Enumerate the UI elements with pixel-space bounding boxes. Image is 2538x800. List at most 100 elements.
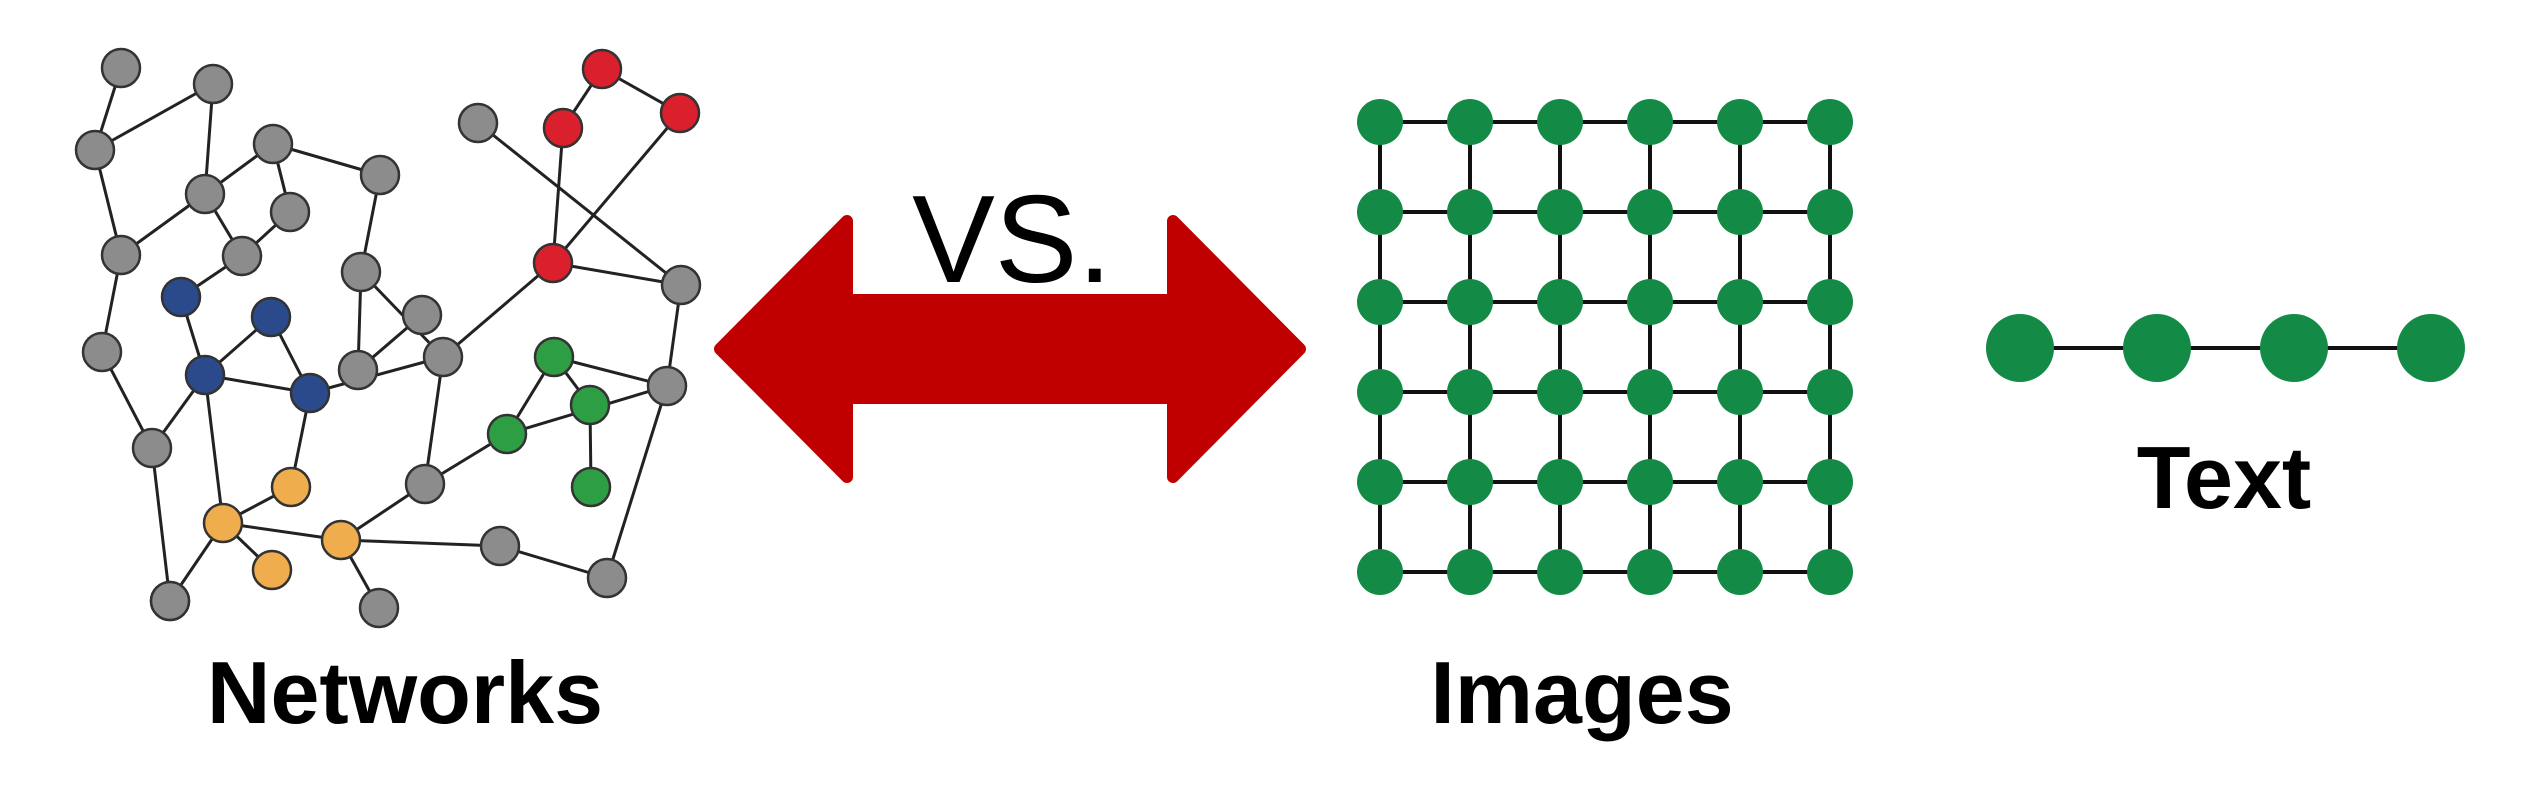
image-grid-lines [1378, 120, 1832, 574]
network-node-red [542, 107, 584, 149]
network-node-gray [359, 154, 401, 196]
grid-node [1717, 459, 1763, 505]
grid-node [1357, 99, 1403, 145]
grid-node [1807, 369, 1853, 415]
grid-node [1627, 369, 1673, 415]
network-node-blue [160, 276, 202, 318]
network-edge [551, 127, 565, 264]
grid-node [1357, 549, 1403, 595]
double-arrow [714, 215, 1306, 483]
network-node-gray [479, 525, 521, 567]
sequence-node [2123, 314, 2191, 382]
network-nodes [74, 47, 702, 629]
grid-node [1627, 549, 1673, 595]
network-edge [552, 261, 682, 287]
network-node-red [581, 48, 623, 90]
network-node-gray [586, 557, 628, 599]
grid-node [1537, 279, 1583, 325]
network-node-green [486, 413, 528, 455]
network-node-blue [184, 354, 226, 396]
grid-node [1357, 369, 1403, 415]
grid-node [1537, 99, 1583, 145]
grid-node [1447, 549, 1493, 595]
grid-node [1807, 549, 1853, 595]
network-node-gray [404, 463, 446, 505]
grid-node [1807, 189, 1853, 235]
network-edge [605, 385, 669, 579]
network-node-gray [422, 336, 464, 378]
network-node-gray [81, 331, 123, 373]
network-node-gray [401, 294, 443, 336]
network-edge [423, 356, 445, 485]
network-node-orange [202, 502, 244, 544]
image-grid-nodes [1357, 99, 1853, 595]
network-node-gray [100, 234, 142, 276]
network-node-green [569, 384, 611, 426]
network-edge [551, 112, 682, 264]
network-node-gray [660, 264, 702, 306]
network-node-gray [457, 102, 499, 144]
grid-node [1357, 279, 1403, 325]
network-node-gray [340, 251, 382, 293]
grid-node [1447, 459, 1493, 505]
grid-node [1447, 189, 1493, 235]
network-node-red [659, 92, 701, 134]
network-node-gray [269, 191, 311, 233]
grid-node [1717, 279, 1763, 325]
text-sequence-nodes [1986, 314, 2465, 382]
grid-node [1537, 549, 1583, 595]
grid-node [1717, 369, 1763, 415]
network-node-green [533, 336, 575, 378]
network-node-gray [646, 365, 688, 407]
network-edge [340, 538, 501, 548]
network-node-orange [251, 549, 293, 591]
network-edge [94, 82, 214, 152]
network-edge [442, 261, 554, 359]
grid-node [1447, 99, 1493, 145]
grid-node [1627, 99, 1673, 145]
grid-node [1807, 459, 1853, 505]
network-edge [203, 374, 225, 524]
network-node-blue [289, 372, 331, 414]
network-node-gray [358, 587, 400, 629]
images-label: Images [1430, 643, 1733, 742]
sequence-node [2260, 314, 2328, 382]
network-node-gray [221, 235, 263, 277]
network-edge [477, 121, 682, 287]
networks-label: Networks [207, 643, 603, 742]
network-node-orange [270, 466, 312, 508]
network-edge [150, 447, 172, 602]
network-node-gray [337, 349, 379, 391]
network-node-gray [100, 47, 142, 89]
network-node-gray [192, 63, 234, 105]
grid-node [1627, 189, 1673, 235]
network-node-blue [250, 296, 292, 338]
grid-node [1447, 369, 1493, 415]
double-arrow-shape [714, 215, 1306, 483]
grid-node [1717, 189, 1763, 235]
network-node-gray [74, 129, 116, 171]
network-node-red [532, 242, 574, 284]
network-node-green [570, 466, 612, 508]
network-edges [93, 67, 683, 609]
grid-node [1717, 549, 1763, 595]
grid-node [1627, 279, 1673, 325]
grid-node [1717, 99, 1763, 145]
grid-node [1537, 369, 1583, 415]
network-node-gray [184, 173, 226, 215]
grid-node [1357, 189, 1403, 235]
vs-label: VS. [912, 171, 1112, 309]
network-node-orange [320, 519, 362, 561]
grid-node [1807, 279, 1853, 325]
grid-node [1537, 189, 1583, 235]
grid-node [1807, 99, 1853, 145]
sequence-node [1986, 314, 2054, 382]
sequence-node [2397, 314, 2465, 382]
text-label: Text [2137, 428, 2311, 527]
network-node-gray [131, 427, 173, 469]
network-node-gray [252, 123, 294, 165]
network-node-gray [149, 580, 191, 622]
grid-node [1447, 279, 1493, 325]
grid-node [1627, 459, 1673, 505]
